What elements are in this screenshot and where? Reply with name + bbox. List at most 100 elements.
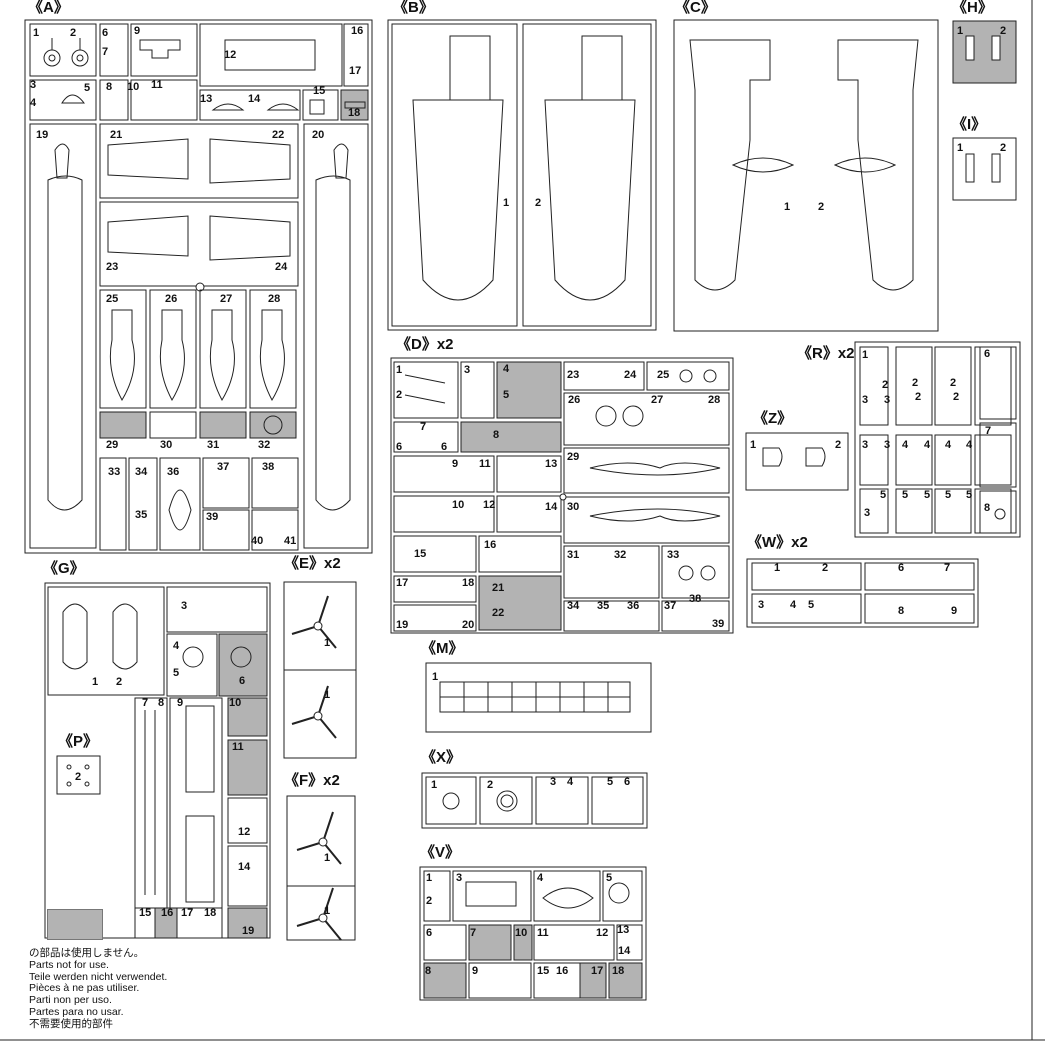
sprue-x-frame — [421, 772, 648, 829]
v-cell-6 — [423, 924, 467, 961]
g-cell-19 — [227, 907, 268, 939]
a-cell-10-11 — [130, 79, 198, 121]
part-number-a-5: 6 — [102, 27, 109, 39]
wing-upper-part-1 — [412, 99, 504, 301]
a-cell-3-5 — [29, 79, 97, 121]
a-cell-36 — [159, 457, 201, 551]
d-cell-9 — [393, 455, 495, 493]
part-number-a-25: 26 — [165, 293, 178, 305]
a-cell-23-24 — [99, 201, 299, 287]
part-number-x-0: 1 — [431, 779, 438, 791]
v-cell-8 — [423, 962, 467, 999]
part-number-a-6: 7 — [102, 46, 109, 58]
part-p — [84, 764, 90, 770]
part-number-d-7: 6 — [441, 441, 448, 453]
a-cell-33 — [99, 457, 127, 551]
part-number-a-36: 37 — [217, 461, 230, 473]
part-number-d-16: 16 — [484, 539, 497, 551]
part-number-g-3: 4 — [173, 640, 180, 652]
sprue-label-i: 《I》 — [952, 116, 987, 133]
seat-part — [139, 39, 181, 59]
part-number-w-1: 2 — [822, 562, 829, 574]
part-number-a-38: 39 — [206, 511, 219, 523]
sprue-z-frame — [745, 432, 849, 491]
sprue-h-frame — [952, 20, 1017, 84]
part-p — [84, 781, 90, 787]
part-number-d-13: 13 — [545, 458, 558, 470]
nacelle-part — [209, 309, 235, 402]
part-number-a-22: 23 — [106, 261, 119, 273]
propeller-f2 — [296, 887, 342, 941]
d-cell-3 — [460, 361, 495, 419]
part-x2-inner — [500, 794, 514, 808]
part-number-a-21: 22 — [272, 129, 285, 141]
part-number-x-4: 5 — [607, 776, 614, 788]
part-number-v-7: 10 — [515, 927, 528, 939]
part-number-a-7: 8 — [106, 81, 113, 93]
d-cell-29 — [563, 447, 730, 494]
part-32 — [263, 415, 283, 435]
seat-back-1 — [62, 603, 88, 670]
part-number-p-0: 2 — [75, 771, 82, 783]
part-number-g-7: 8 — [158, 697, 165, 709]
a-nacelle-cell-25 — [99, 289, 147, 409]
part-number-a-37: 38 — [262, 461, 275, 473]
part-number-a-28: 29 — [106, 439, 119, 451]
part-number-r-7: 2 — [953, 391, 960, 403]
seat-back-2 — [112, 603, 138, 670]
part-18 — [344, 101, 366, 109]
part-number-d-8: 8 — [493, 429, 500, 441]
part-number-a-14: 15 — [313, 85, 326, 97]
r-cell-8 — [979, 490, 1017, 534]
wheel-hub — [48, 54, 56, 62]
part-number-f-1: 1 — [324, 905, 331, 917]
v-cell-11-12 — [533, 924, 615, 961]
part-number-f-0: 1 — [324, 852, 331, 864]
part-number-d-9: 9 — [452, 458, 459, 470]
sprue-label-g: 《G》 — [43, 560, 85, 577]
part-number-g-8: 9 — [177, 697, 184, 709]
part-number-d-35: 35 — [597, 600, 610, 612]
cowl-part-5 — [61, 94, 86, 104]
part-number-d-29: 29 — [567, 451, 580, 463]
nacelle-part — [159, 309, 185, 402]
sprue-f-frame — [286, 795, 356, 941]
a-cell-15 — [302, 89, 339, 121]
legend-line-it: Parti non per uso. — [29, 994, 112, 1007]
part-number-a-18: 19 — [36, 129, 49, 141]
a-cell-16-17 — [343, 23, 369, 87]
part-number-d-27: 27 — [651, 394, 664, 406]
grille-part-9 — [185, 705, 215, 793]
part-number-r-6: 2 — [915, 391, 922, 403]
part-number-d-1: 2 — [396, 389, 403, 401]
part-number-d-6: 7 — [420, 421, 427, 433]
d-cell-31-32 — [563, 545, 660, 599]
nacelle-part — [259, 309, 285, 402]
wing-part-23 — [107, 215, 189, 257]
sprue-c-frame — [673, 19, 939, 332]
v-cell-10 — [513, 924, 533, 961]
r-column-mid — [934, 434, 972, 486]
a-cell-6-7 — [99, 23, 129, 77]
part-number-a-30: 31 — [207, 439, 220, 451]
part-x1 — [442, 792, 460, 810]
sprue-label-m: 《M》 — [421, 640, 464, 657]
engine-panel — [449, 35, 491, 101]
d-cell-10 — [393, 495, 495, 533]
d-cell-26-28 — [563, 392, 730, 446]
part-number-a-16: 17 — [349, 65, 362, 77]
part-number-a-32: 33 — [108, 466, 121, 478]
part-number-d-25: 25 — [657, 369, 670, 381]
part-number-d-0: 1 — [396, 364, 403, 376]
part-number-a-17: 18 — [348, 107, 361, 119]
part-number-g-13: 15 — [139, 907, 152, 919]
d-cell-1-2 — [393, 361, 459, 419]
part-number-m-0: 1 — [432, 671, 439, 683]
sprue-m-frame — [425, 662, 652, 733]
part-number-d-28: 28 — [708, 394, 721, 406]
d-cell-15 — [393, 535, 477, 573]
g-cell-16 — [154, 907, 178, 939]
part-number-d-10: 10 — [452, 499, 465, 511]
part-number-w-0: 1 — [774, 562, 781, 574]
